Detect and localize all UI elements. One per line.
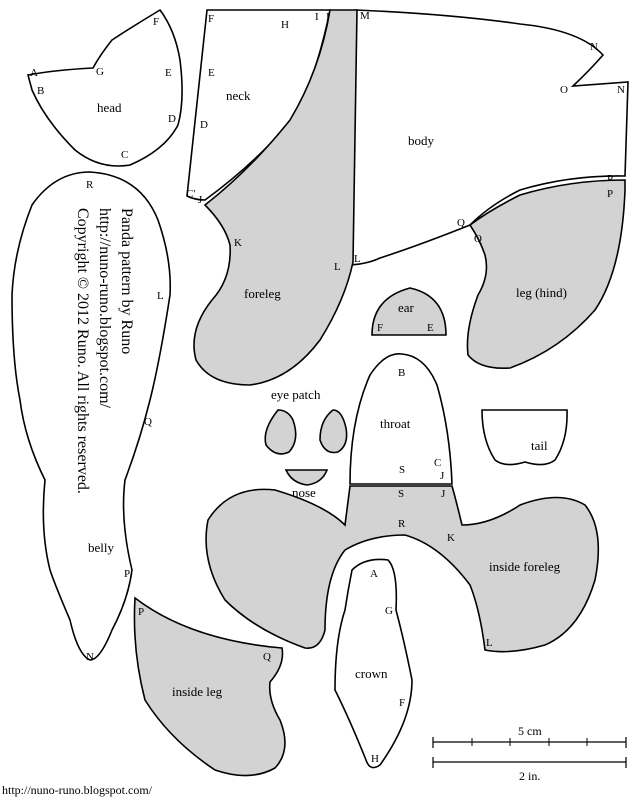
mark-q-inside-leg: Q bbox=[263, 651, 271, 663]
throat-piece: throat B S C J bbox=[349, 353, 453, 485]
mark-b-throat: B bbox=[398, 367, 405, 379]
crown-piece: crown A G F H bbox=[334, 558, 413, 769]
mark-o: O bbox=[560, 84, 568, 96]
mark-s-inside: S bbox=[398, 488, 404, 500]
mark-b: B bbox=[37, 85, 44, 97]
credit-copyright: Copyright © 2012 Runo. All rights reserv… bbox=[74, 208, 91, 494]
body-label: body bbox=[408, 133, 435, 148]
mark-j-throat: J bbox=[440, 470, 445, 482]
head-piece: head A B C D E F G bbox=[27, 8, 183, 167]
credit-block: Panda pattern by Runo http://nuno-runo.b… bbox=[74, 208, 135, 494]
mark-l-body: L bbox=[354, 253, 361, 265]
mark-a: A bbox=[30, 67, 38, 79]
hind-leg-label: leg (hind) bbox=[516, 285, 567, 300]
footer-url: http://nuno-runo.blogspot.com/ bbox=[2, 783, 153, 797]
mark-f-neck: F bbox=[208, 13, 214, 25]
mark-q-hind: Q bbox=[474, 233, 482, 245]
mark-j-inside: J bbox=[441, 488, 446, 500]
mark-c: C bbox=[121, 149, 128, 161]
tail-label: tail bbox=[531, 438, 548, 453]
belly-label: belly bbox=[88, 540, 114, 555]
mark-r-belly: R bbox=[86, 179, 94, 191]
body-piece: body M N O N P Q L bbox=[344, 9, 629, 266]
mark-p-inside-leg: P bbox=[138, 606, 144, 618]
scale-bar: 5 cm 2 in. bbox=[432, 724, 627, 783]
inside-foreleg-label: inside foreleg bbox=[489, 559, 561, 574]
mark-e: E bbox=[165, 67, 172, 79]
inside-leg-piece: inside leg P Q bbox=[133, 596, 286, 777]
mark-n-belly: N bbox=[86, 651, 94, 663]
mark-h-neck: H bbox=[281, 19, 289, 31]
scale-imperial-label: 2 in. bbox=[519, 769, 540, 783]
mark-m-body: M bbox=[360, 10, 370, 22]
tail-piece: tail bbox=[481, 409, 568, 466]
mark-f-crown: F bbox=[399, 697, 405, 709]
neck-piece: neck F H I I M E D C' bbox=[186, 9, 352, 201]
mark-r-inside: R bbox=[398, 518, 406, 530]
mark-j-foreleg: J bbox=[198, 194, 203, 206]
mark-q-belly: Q bbox=[144, 416, 152, 428]
mark-k-foreleg: K bbox=[234, 237, 242, 249]
hind-leg-piece: leg (hind) P Q bbox=[466, 179, 626, 370]
mark-i-neck: I bbox=[315, 11, 319, 23]
mark-l-belly: L bbox=[157, 290, 164, 302]
ear-piece: ear F E bbox=[371, 287, 447, 336]
mark-d-neck: D bbox=[200, 119, 208, 131]
mark-p-body: P bbox=[607, 173, 613, 185]
belly-piece: belly R L Q P N Panda pattern by Runo ht… bbox=[11, 171, 172, 663]
foreleg-label: foreleg bbox=[244, 286, 281, 301]
scale-metric-label: 5 cm bbox=[518, 724, 542, 738]
mark-q-body: Q bbox=[457, 217, 465, 229]
mark-f-ear: F bbox=[377, 322, 383, 334]
mark-f: F bbox=[153, 16, 159, 28]
mark-g-crown: G bbox=[385, 605, 393, 617]
foreleg-piece: foreleg J K L bbox=[193, 9, 358, 386]
mark-k-inside: K bbox=[447, 532, 455, 544]
credit-url: http://nuno-runo.blogspot.com/ bbox=[96, 208, 113, 409]
ear-label: ear bbox=[398, 300, 415, 315]
eye-patch-label: eye patch bbox=[271, 387, 321, 402]
mark-e-neck: E bbox=[208, 67, 215, 79]
throat-label: throat bbox=[380, 416, 411, 431]
neck-label: neck bbox=[226, 88, 251, 103]
mark-h-crown: H bbox=[371, 753, 379, 765]
mark-a-crown: A bbox=[370, 568, 378, 580]
head-label: head bbox=[97, 100, 122, 115]
mark-cp-neck: C' bbox=[186, 188, 195, 200]
mark-c-throat: C bbox=[434, 457, 441, 469]
eye-patch-piece: eye patch bbox=[264, 387, 348, 455]
mark-s-throat: S bbox=[399, 464, 405, 476]
inside-foreleg-piece: inside foreleg S J R K L bbox=[205, 485, 600, 653]
mark-e-ear: E bbox=[427, 322, 434, 334]
mark-n-body-2: N bbox=[617, 84, 625, 96]
mark-p-hind: P bbox=[607, 188, 613, 200]
mark-g: G bbox=[96, 66, 104, 78]
mark-l-foreleg: L bbox=[334, 261, 341, 273]
credit-title: Panda pattern by Runo bbox=[118, 208, 135, 354]
mark-n-body-1: N bbox=[590, 41, 598, 53]
mark-p-belly: P bbox=[124, 568, 130, 580]
crown-label: crown bbox=[355, 666, 388, 681]
nose-label: nose bbox=[292, 485, 316, 500]
inside-leg-label: inside leg bbox=[172, 684, 223, 699]
mark-l-inside: L bbox=[486, 637, 493, 649]
nose-piece: nose bbox=[284, 469, 329, 500]
mark-d: D bbox=[168, 113, 176, 125]
